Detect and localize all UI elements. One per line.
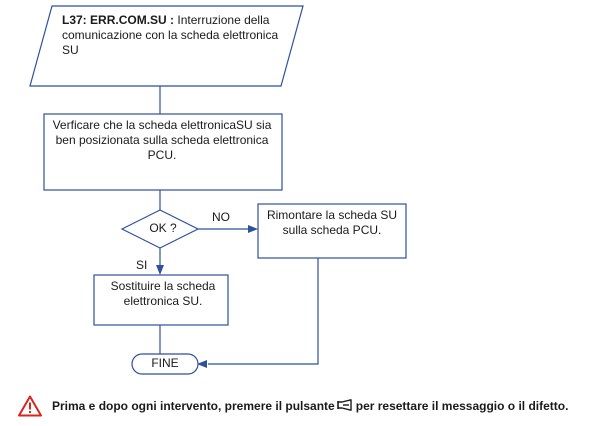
- footer-text: Prima e dopo ogni intervento, premere il…: [52, 399, 568, 413]
- verify-text: Verficare che la scheda elettronicaSU si…: [52, 118, 272, 162]
- error-description: Interruzione della comunicazione con la …: [62, 13, 279, 57]
- decision-text: OK ?: [149, 221, 177, 235]
- no-branch-label: NO: [212, 210, 230, 224]
- reset-horn-icon: [336, 399, 352, 411]
- arrow-yes: [156, 265, 164, 275]
- footer-text-after: per resettare il messaggio o il difetto.: [355, 399, 569, 413]
- end-text: FINE: [151, 356, 179, 370]
- end-node: [131, 353, 199, 375]
- arrow-end: [197, 360, 207, 368]
- connector-remount-end: [208, 258, 319, 365]
- replace-text: Sostituire la scheda elettronica SU.: [110, 279, 216, 308]
- arrow-no: [248, 225, 258, 233]
- remount-text: Rimontare la scheda SU sulla scheda PCU.: [266, 208, 398, 237]
- error-name: ERR.COM.SU :: [90, 13, 175, 27]
- replace-node: [93, 274, 229, 326]
- yes-branch-label: SI: [136, 258, 148, 272]
- footer-note: Prima e dopo ogni intervento, premere il…: [18, 395, 598, 417]
- start-node: [29, 5, 304, 87]
- warning-triangle-icon: [18, 395, 42, 417]
- footer-text-before: Prima e dopo ogni intervento, premere il…: [52, 399, 335, 413]
- remount-node: [257, 203, 407, 259]
- start-node-text: L37: ERR.COM.SU : Interruzione della com…: [62, 13, 292, 58]
- error-code: L37:: [62, 13, 87, 27]
- verify-node: [43, 113, 283, 191]
